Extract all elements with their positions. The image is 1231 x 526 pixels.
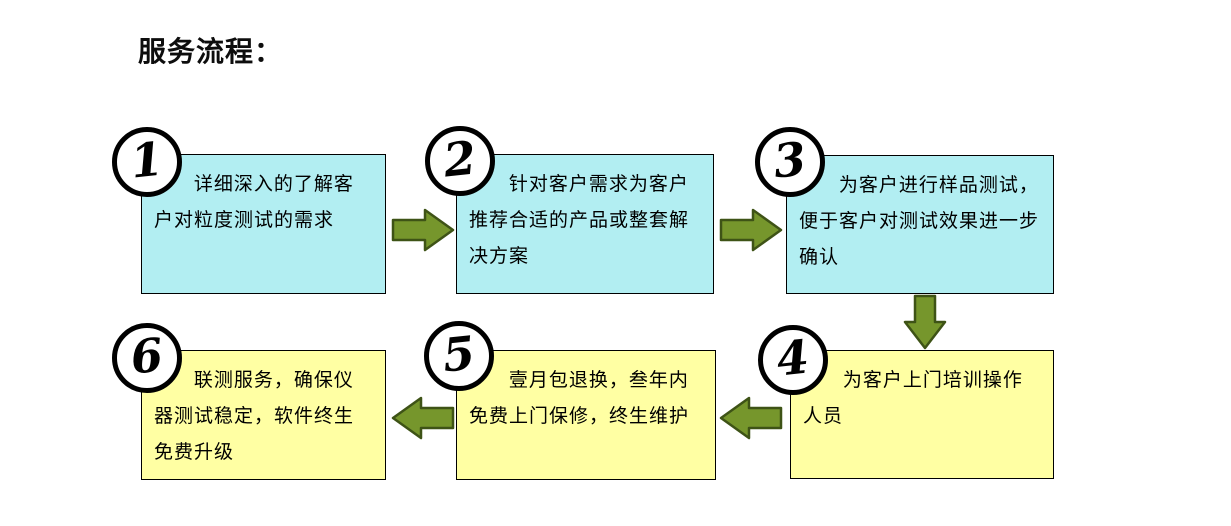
arrow-left-icon [719, 395, 783, 446]
step-text-6: 联测服务，确保仪器测试稳定，软件终生免费升级 [154, 370, 355, 463]
step-number-badge-1: 1 [112, 127, 182, 197]
step-box-6: 联测服务，确保仪器测试稳定，软件终生免费升级 [141, 350, 386, 480]
step-text-2: 针对客户需求为客户推荐合适的产品或整套解决方案 [469, 174, 690, 267]
step-number-label-2: 2 [441, 130, 479, 188]
step-number-badge-2: 2 [425, 126, 495, 196]
step-number-label-3: 3 [771, 131, 809, 189]
step-number-label-6: 6 [128, 327, 166, 385]
step-text-5: 壹月包退换，叁年内免费上门保修，终生维护 [469, 370, 690, 427]
step-number-badge-5: 5 [424, 321, 494, 391]
step-text-4: 为客户上门培训操作人员 [803, 370, 1023, 427]
step-number-label-5: 5 [440, 325, 478, 383]
step-number-badge-3: 3 [755, 127, 825, 197]
step-number-label-4: 4 [774, 329, 812, 387]
step-number-badge-4: 4 [758, 325, 828, 395]
step-box-1: 详细深入的了解客户对粒度测试的需求 [141, 154, 386, 294]
step-number-label-1: 1 [128, 131, 166, 189]
step-box-2: 针对客户需求为客户推荐合适的产品或整套解决方案 [456, 154, 714, 294]
page-title: 服务流程： [138, 36, 284, 67]
step-box-5: 壹月包退换，叁年内免费上门保修，终生维护 [456, 350, 716, 480]
arrow-down-icon [902, 294, 948, 355]
step-number-badge-6: 6 [112, 323, 182, 393]
arrow-right-icon [391, 207, 455, 258]
arrow-left-icon [391, 395, 455, 446]
step-text-3: 为客户进行样品测试，便于客户对测试效果进一步确认 [799, 175, 1040, 268]
arrow-right-icon [719, 207, 783, 258]
step-box-3: 为客户进行样品测试，便于客户对测试效果进一步确认 [786, 155, 1054, 294]
step-box-4: 为客户上门培训操作人员 [790, 350, 1054, 479]
step-text-1: 详细深入的了解客户对粒度测试的需求 [154, 174, 354, 231]
